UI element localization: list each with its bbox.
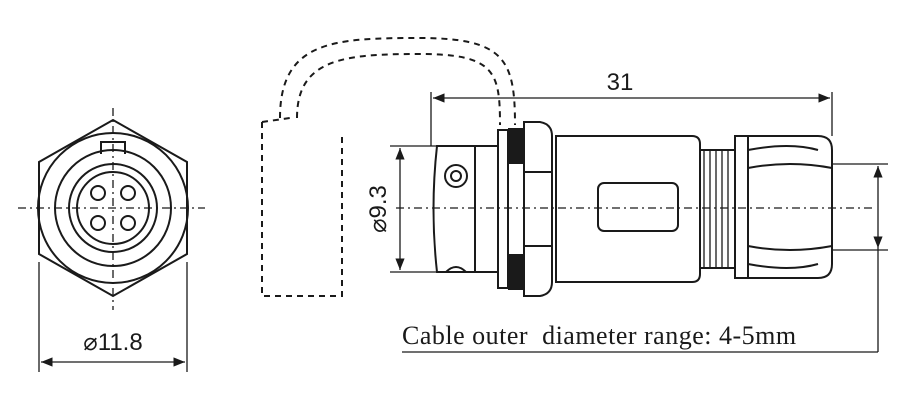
front-outer-ring <box>37 132 189 284</box>
cable-range-note: Cable outer diameter range: 4-5mm <box>402 321 797 350</box>
front-barrel <box>432 145 499 273</box>
thread-section <box>700 149 735 269</box>
key-notch <box>100 141 126 154</box>
panel-nut <box>523 121 553 297</box>
length-label: 31 <box>607 69 634 96</box>
bottom-lug <box>445 266 467 273</box>
gasket-top <box>508 128 524 164</box>
lanyard-outer <box>279 36 516 126</box>
pin-4 <box>120 215 136 231</box>
side-view: 31 ⌀9.3 Cable outer diameter range: 4-5m… <box>365 69 888 353</box>
locking-hole-inner <box>450 170 462 182</box>
front-inner-ring <box>68 163 158 253</box>
front-insert <box>76 171 150 245</box>
front-middle-ring <box>54 149 172 267</box>
dust-cap <box>261 36 516 297</box>
pin-1 <box>90 185 106 201</box>
dust-cap-top <box>261 117 291 123</box>
pin-2 <box>120 185 136 201</box>
rear-nut <box>734 135 833 279</box>
body-slot <box>597 182 679 232</box>
lanyard-inner <box>296 52 501 126</box>
locking-hole-outer <box>444 164 468 188</box>
gasket-bottom <box>508 254 524 290</box>
front-view: ⌀11.8 <box>18 108 205 372</box>
main-body <box>555 135 701 283</box>
flange <box>497 129 509 289</box>
rear-nut-chamfer-top <box>747 145 819 151</box>
dust-cap-body <box>261 122 343 297</box>
rear-nut-flat-top <box>747 163 833 169</box>
rear-nut-chamfer-bottom <box>747 263 819 269</box>
hex-nut-outline <box>38 118 188 298</box>
front-diameter-label: ⌀11.8 <box>83 329 142 356</box>
pin-3 <box>90 215 106 231</box>
rear-nut-flat-bottom <box>747 245 833 251</box>
body-diameter-label: ⌀9.3 <box>365 185 392 233</box>
